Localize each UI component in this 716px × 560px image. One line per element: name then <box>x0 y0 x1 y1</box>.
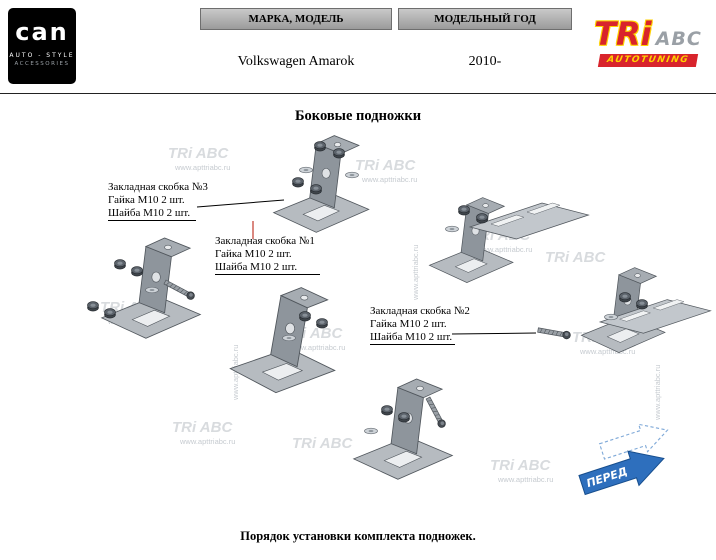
nut-icon <box>299 311 311 322</box>
watermark-url: www.apttriabc.ru <box>231 345 240 401</box>
can-logo: can AUTO - STYLE ACCESSORIES <box>8 8 76 84</box>
header-divider <box>0 93 716 94</box>
watermark-url: www.apttriabc.ru <box>411 245 420 301</box>
tri-abc-logo: TRi ABC AUTOTUNING <box>584 18 712 67</box>
callout-nut-spec: Гайка М10 2 шт. <box>370 318 447 330</box>
can-logo-tagline: AUTO - STYLE <box>9 52 75 59</box>
watermark-logo: TRi ABC <box>490 457 551 474</box>
tri-logo-word: TRi <box>594 15 652 53</box>
watermark-logo: TRi ABC <box>545 249 606 266</box>
callout-washer-spec: Шайба М10 2 шт. <box>370 331 455 345</box>
year-column-header: МОДЕЛЬНЫЙ ГОД <box>398 8 572 30</box>
front-direction-arrow: ПЕРЕД <box>578 450 665 496</box>
year-value: 2010- <box>468 54 502 69</box>
nut-icon <box>398 412 410 423</box>
washer-icon <box>364 427 378 435</box>
washer-icon <box>345 171 359 179</box>
nut-icon <box>131 266 143 277</box>
watermark-logo: TRi ABC <box>172 419 233 436</box>
nut-icon <box>476 213 488 224</box>
bolt-screw-icon <box>162 278 197 302</box>
nut-icon <box>381 405 393 416</box>
nut-icon <box>114 259 126 270</box>
nut-icon <box>636 299 648 310</box>
watermark-url: www.apttriabc.ru <box>179 437 235 446</box>
callout-bracket-2: Закладная скобка №2 Гайка М10 2 шт. Шайб… <box>370 305 470 345</box>
callout-nut-spec: Гайка М10 2 шт. <box>215 248 292 260</box>
washer-icon <box>299 166 313 174</box>
page-title: Боковые подножки <box>294 108 422 124</box>
autotuning-banner: AUTOTUNING <box>597 54 699 67</box>
watermark-logo: TRi ABC <box>168 145 229 162</box>
nut-icon <box>292 177 304 188</box>
washer-icon <box>282 334 296 342</box>
watermark-logo: TRi ABC <box>355 157 416 174</box>
watermark-url: www.apttriabc.ru <box>579 347 635 356</box>
can-logo-word: can <box>15 18 69 46</box>
nut-icon <box>314 141 326 152</box>
watermark-url: www.apttriabc.ru <box>476 245 532 254</box>
technical-drawing: TRi ABC TRi ABC TRi ABC TRi ABC TRi ABC … <box>87 135 711 496</box>
watermark-url: www.apttriabc.ru <box>653 365 662 421</box>
watermark-url: www.apttriabc.ru <box>289 343 345 352</box>
can-logo-tagline2: ACCESSORIES <box>14 61 70 67</box>
footer-caption: Порядок установки комплекта подножек. <box>240 529 476 543</box>
nut-icon <box>458 205 470 216</box>
callout-washer-spec: Шайба М10 2 шт. <box>215 261 320 275</box>
watermark-url: www.apttriabc.ru <box>174 163 230 172</box>
bolt-screw-icon <box>424 395 448 430</box>
callout-washer-spec: Шайба М10 2 шт. <box>108 207 196 221</box>
brand-value: Volkswagen Amarok <box>237 54 355 69</box>
bolt-screw-icon <box>536 325 572 340</box>
nut-icon <box>619 292 631 303</box>
nut-icon <box>310 184 322 195</box>
callout-bracket-3: Закладная скобка №3 Гайка М10 2 шт. Шайб… <box>108 181 208 221</box>
nut-icon <box>316 318 328 329</box>
callout-bracket-1: Закладная скобка №1 Гайка М10 2 шт. Шайб… <box>215 235 320 275</box>
nut-icon <box>104 308 116 319</box>
callout-leader-line <box>196 199 285 208</box>
callout-part-name: Закладная скобка №2 <box>370 305 470 317</box>
washer-icon <box>445 225 459 233</box>
nut-icon <box>333 148 345 159</box>
watermark-url: www.apttriabc.ru <box>361 175 417 184</box>
watermark-logo: TRi ABC <box>292 435 353 452</box>
brand-column-header: МАРКА, МОДЕЛЬ <box>200 8 392 30</box>
abc-logo-word: ABC <box>655 28 702 50</box>
callout-leader-line <box>451 332 537 335</box>
washer-icon <box>604 313 618 321</box>
washer-icon <box>145 286 159 294</box>
nut-icon <box>87 301 99 312</box>
callout-part-name: Закладная скобка №1 <box>215 235 315 247</box>
watermark-url: www.apttriabc.ru <box>497 475 553 484</box>
callout-nut-spec: Гайка М10 2 шт. <box>108 194 185 206</box>
callout-part-name: Закладная скобка №3 <box>108 181 208 193</box>
